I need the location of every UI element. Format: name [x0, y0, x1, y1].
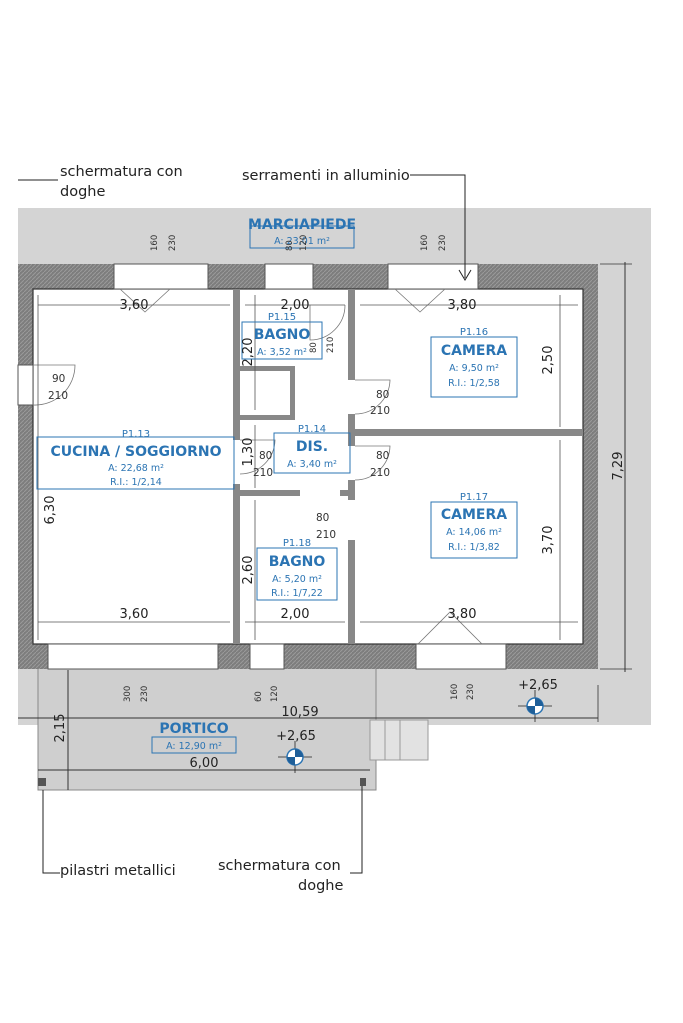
screening-top-line2: doghe — [60, 184, 105, 200]
dim-porch-width: 6,00 — [190, 756, 219, 771]
entry-door — [17, 364, 34, 406]
porch-label-box — [151, 736, 237, 754]
door-label: 80 — [376, 389, 389, 401]
room-code: P1.18 — [283, 538, 311, 549]
window-label: 230 — [168, 235, 178, 251]
room-area: A: 3,52 m² — [257, 347, 307, 358]
metal-pillars-label: pilastri metallici — [60, 863, 176, 879]
interior-floor — [32, 288, 584, 645]
dim-overall-height: 7,29 — [611, 452, 626, 481]
bagno2-label-box — [256, 547, 338, 601]
steps — [369, 719, 429, 761]
porch-name: PORTICO — [159, 721, 228, 737]
window-label: 230 — [438, 235, 448, 251]
room-code: P1.14 — [298, 424, 326, 435]
room-ri: R.I.: 1/2,58 — [448, 378, 500, 389]
window-label: 230 — [466, 684, 476, 700]
porch-area: A: 12,90 m² — [166, 741, 222, 752]
window-label: 300 — [123, 686, 133, 702]
dim-overall-width: 10,59 — [281, 705, 318, 720]
room-area: A: 14,06 m² — [446, 527, 502, 538]
sidewalk-area: A: 23,01 m² — [274, 236, 330, 247]
dim-bagno-top-height: 2,20 — [241, 338, 256, 367]
dim-camera-bottom-height: 3,70 — [541, 526, 556, 555]
door-label: 210 — [48, 390, 68, 402]
door-label: 210 — [370, 467, 390, 479]
window-label: 160 — [450, 684, 460, 700]
window-top-left — [113, 263, 209, 290]
window-bottom-right — [415, 643, 507, 670]
dim-porch-depth: 2,15 — [53, 714, 68, 743]
room-name: DIS. — [296, 439, 328, 455]
window-label: 120 — [270, 686, 280, 702]
room-ri: R.I.: 1/7,22 — [271, 588, 323, 599]
level-outside: +2,65 — [518, 678, 558, 693]
room-name: CAMERA — [441, 343, 507, 359]
dis-label-box — [273, 432, 351, 474]
room-code: P1.13 — [122, 429, 150, 440]
window-bottom-left — [47, 643, 219, 670]
dim-dis-height: 1,30 — [241, 438, 256, 467]
window-top-mid — [264, 263, 314, 290]
door-label: 210 — [316, 529, 336, 541]
partition-camera — [355, 429, 583, 436]
cucina-label-box — [36, 436, 235, 490]
dim-top-mid: 2,00 — [281, 298, 310, 313]
room-ri: R.I.: 1/2,14 — [110, 477, 162, 488]
door-label: 90 — [52, 373, 65, 385]
level-porch: +2,65 — [276, 729, 316, 744]
room-name: CAMERA — [441, 507, 507, 523]
room-code: P1.15 — [268, 312, 296, 323]
bagno1-label-box — [241, 321, 323, 360]
room-code: P1.16 — [460, 327, 488, 338]
door-label: 210 — [326, 337, 336, 353]
partition-notch — [290, 366, 295, 418]
door-label: 80 — [376, 450, 389, 462]
window-label: 60 — [254, 691, 264, 702]
door-label: 210 — [253, 467, 273, 479]
partition-dis-top — [240, 415, 295, 420]
window-label: 160 — [150, 235, 160, 251]
window-label: 80 — [285, 240, 295, 251]
dim-bagno-bottom-height: 2,60 — [241, 556, 256, 585]
level-marker-porch — [278, 741, 312, 773]
room-area: A: 5,20 m² — [272, 574, 322, 585]
window-bottom-mid — [249, 643, 285, 670]
door-label: 210 — [370, 405, 390, 417]
screening-bottom-line2: doghe — [298, 878, 343, 894]
room-name: BAGNO — [269, 554, 326, 570]
sidewalk-label-box — [249, 225, 355, 249]
room-ri: R.I.: 1/3,82 — [448, 542, 500, 553]
door-label: 80 — [316, 512, 329, 524]
dim-top-right: 3,80 — [448, 298, 477, 313]
window-label: 120 — [299, 235, 309, 251]
room-name: CUCINA / SOGGIORNO — [50, 444, 221, 460]
screening-bottom-line1: schermatura con — [218, 858, 341, 874]
dim-bottom-left: 3,60 — [120, 607, 149, 622]
dim-bottom-mid: 2,00 — [281, 607, 310, 622]
window-label: 160 — [420, 235, 430, 251]
door-label: 80 — [259, 450, 272, 462]
room-name: BAGNO — [254, 327, 311, 343]
level-marker-outside — [518, 690, 552, 722]
screening-top-line1: schermatura con — [60, 164, 183, 180]
dim-camera-top-height: 2,50 — [541, 346, 556, 375]
room-area: A: 9,50 m² — [449, 363, 499, 374]
aluminium-frames-label: serramenti in alluminio — [242, 168, 410, 184]
partition-bagno-bottom — [240, 490, 348, 496]
sidewalk-name: MARCIAPIEDE — [248, 217, 356, 233]
dim-top-left: 3,60 — [120, 298, 149, 313]
partition-bagno-top — [240, 366, 295, 371]
camera1-label-box — [430, 336, 518, 398]
door-label: 80 — [309, 342, 319, 353]
room-area: A: 22,68 m² — [108, 463, 164, 474]
dim-left-height: 6,30 — [43, 496, 58, 525]
room-code: P1.17 — [460, 492, 488, 503]
window-label: 230 — [140, 686, 150, 702]
dim-bottom-right: 3,80 — [448, 607, 477, 622]
camera2-label-box — [430, 501, 518, 559]
room-area: A: 3,40 m² — [287, 459, 337, 470]
